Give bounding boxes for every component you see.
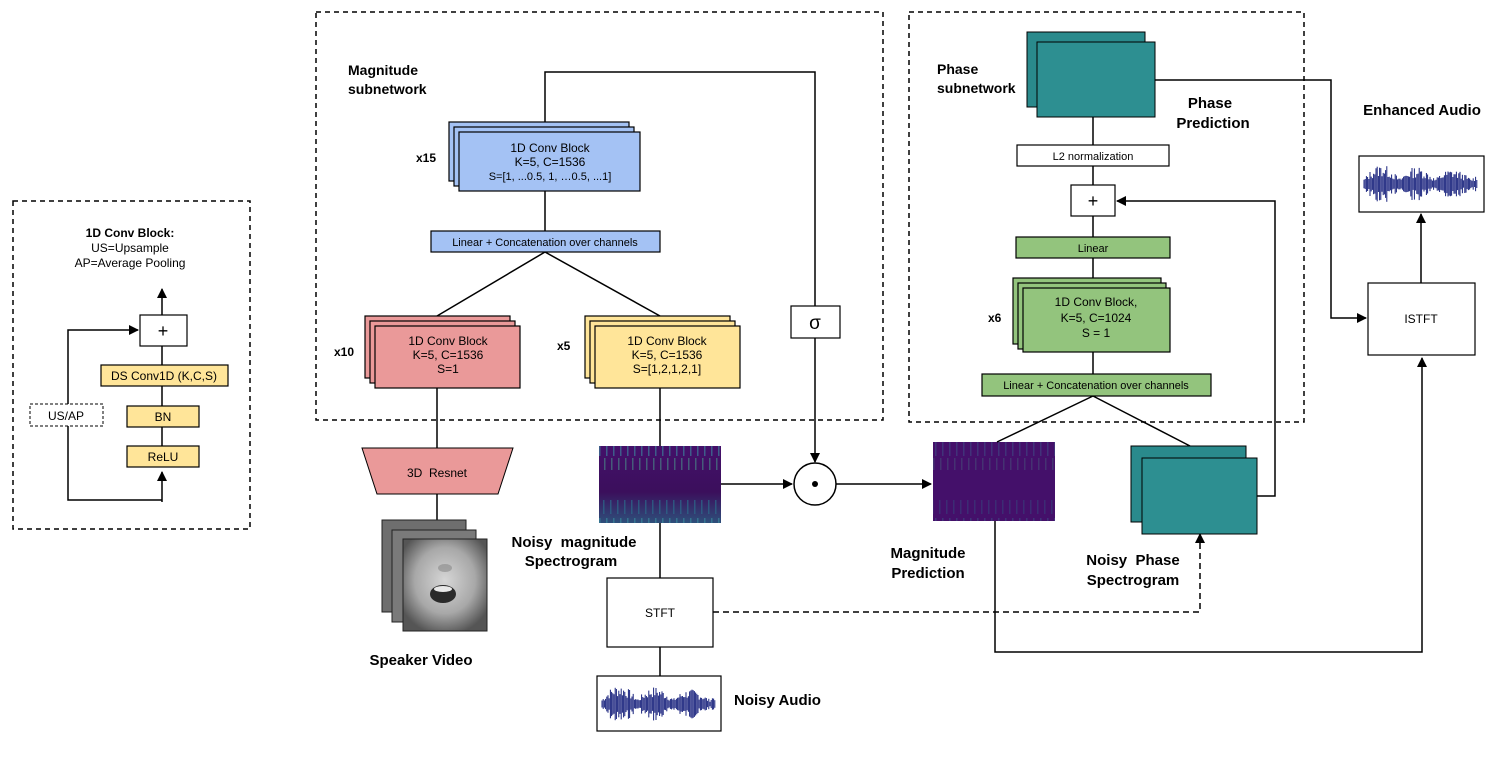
noisy-phase-label-2: Spectrogram	[1087, 572, 1180, 589]
noisy-mag-label-2: Spectrogram	[525, 553, 618, 570]
legend-title: 1D Conv Block:	[86, 226, 175, 240]
legend-bn-label: BN	[155, 410, 172, 424]
stft-box	[606, 577, 714, 648]
phase-pred-label-1: Phase	[1188, 95, 1232, 112]
stft-label: STFT	[645, 606, 676, 620]
magnitude-title-1: Magnitude	[348, 62, 418, 78]
noisy-audio-label: Noisy Audio	[734, 692, 821, 709]
legend-relu-label: ReLU	[148, 450, 179, 464]
magnitude-skip-to-sigma	[544, 71, 816, 306]
enhanced-audio-label: Enhanced Audio	[1363, 102, 1481, 119]
concat-to-noisyphase-line	[1092, 395, 1191, 447]
magnitude-prediction-spectrogram	[933, 442, 1055, 521]
noisy-magnitude-spectrogram	[599, 446, 721, 523]
yellow-block	[594, 325, 741, 389]
mag-pred-stripes	[933, 442, 1055, 521]
multiply-dot	[812, 481, 818, 487]
noisy-phase-image-front	[1141, 457, 1258, 535]
red-multiplier: x10	[334, 345, 354, 359]
linear-to-yellow-line	[544, 251, 661, 317]
magnitude-linear-label: Linear + Concatenation over channels	[452, 237, 638, 249]
noisy-audio-waveform	[601, 687, 716, 721]
green-block-line-2: K=5, C=1024	[1061, 311, 1132, 325]
blue-block	[458, 131, 641, 192]
phase-pred-image-front	[1036, 41, 1156, 118]
legend-line-upsample: US=Upsample	[91, 241, 169, 255]
yellow-multiplier: x5	[557, 339, 571, 353]
legend-usap-box	[29, 403, 104, 427]
green-block	[1022, 287, 1171, 353]
resnet-trapezoid	[361, 447, 514, 495]
magpred-to-istft-arrow	[994, 357, 1427, 653]
blue-block-line-1: 1D Conv Block	[510, 141, 590, 155]
phase-pred-to-istft-arrow	[1155, 79, 1367, 323]
noisy-mag-spec-stripes	[599, 446, 721, 523]
green-multiplier: x6	[988, 311, 1002, 325]
legend-usap-label: US/AP	[48, 409, 84, 423]
red-block	[374, 325, 521, 389]
green-block-line-1: 1D Conv Block,	[1055, 295, 1138, 309]
phase-pred-label-2: Prediction	[1176, 115, 1249, 132]
face-nose-shadow	[438, 564, 452, 572]
face-frame-front	[402, 538, 488, 632]
concat-to-magpred-line	[996, 395, 1094, 443]
enhanced-audio-waveform	[1363, 166, 1478, 202]
magnitude-subnetwork: Magnitude subnetwork 1D Conv Block K=5, …	[315, 11, 884, 421]
phase-concat-label: Linear + Concatenation over channels	[1003, 380, 1189, 392]
linear-to-red-line	[436, 251, 546, 317]
legend-ds-conv-box	[100, 364, 229, 387]
red-block-line-3: S=1	[437, 362, 459, 376]
face-teeth	[434, 586, 452, 592]
phase-title-1: Phase	[937, 61, 978, 77]
phase-linear-label: Linear	[1078, 243, 1109, 255]
red-block-line-1: 1D Conv Block	[408, 334, 488, 348]
sigma-label: σ	[809, 313, 821, 334]
noisy-phase-label-1: Noisy Phase	[1086, 552, 1179, 569]
red-block-line-2: K=5, C=1536	[413, 348, 484, 362]
mag-pred-label-2: Prediction	[891, 565, 964, 582]
legend-ds-conv-label: DS Conv1D (K,C,S)	[111, 369, 217, 383]
sigma-box	[790, 305, 841, 339]
speaker-video-frames	[381, 519, 488, 632]
phase-title-2: subnetwork	[937, 80, 1016, 96]
istft-label: ISTFT	[1404, 312, 1438, 326]
magnitude-border	[315, 11, 884, 421]
stft-to-noisy-phase-dashed	[713, 533, 1205, 613]
legend-panel: 1D Conv Block: US=Upsample AP=Average Po…	[12, 200, 251, 530]
speaker-video-label: Speaker Video	[369, 652, 472, 669]
noisy-phase-to-plus-arrow	[1116, 196, 1276, 497]
magnitude-title-2: subnetwork	[348, 81, 427, 97]
blue-block-line-3: S=[1, ...0.5, 1, …0.5, ...1]	[489, 171, 612, 183]
legend-border	[12, 200, 251, 530]
yellow-block-line-3: S=[1,2,1,2,1]	[633, 362, 701, 376]
blue-block-line-2: K=5, C=1536	[515, 155, 586, 169]
legend-plus-label: +	[158, 321, 169, 341]
blue-multiplier: x15	[416, 151, 436, 165]
legend-relu-box	[126, 445, 200, 468]
legend-line-avgpool: AP=Average Pooling	[75, 256, 186, 270]
legend-bn-box	[126, 405, 200, 428]
green-block-line-3: S = 1	[1082, 326, 1111, 340]
resnet-label: 3D Resnet	[407, 466, 468, 480]
phase-subnetwork: Phase subnetwork Phase Prediction L2 nor…	[908, 11, 1305, 423]
l2-norm-label: L2 normalization	[1053, 151, 1134, 163]
noisy-mag-label-1: Noisy magnitude	[511, 534, 636, 551]
phase-plus-label: +	[1088, 191, 1099, 211]
phase-concat-box	[981, 373, 1212, 397]
yellow-block-line-1: 1D Conv Block	[627, 334, 707, 348]
mag-pred-label-1: Magnitude	[891, 545, 966, 562]
legend-plus-box	[139, 314, 188, 347]
yellow-block-line-2: K=5, C=1536	[632, 348, 703, 362]
phase-border	[908, 11, 1305, 423]
